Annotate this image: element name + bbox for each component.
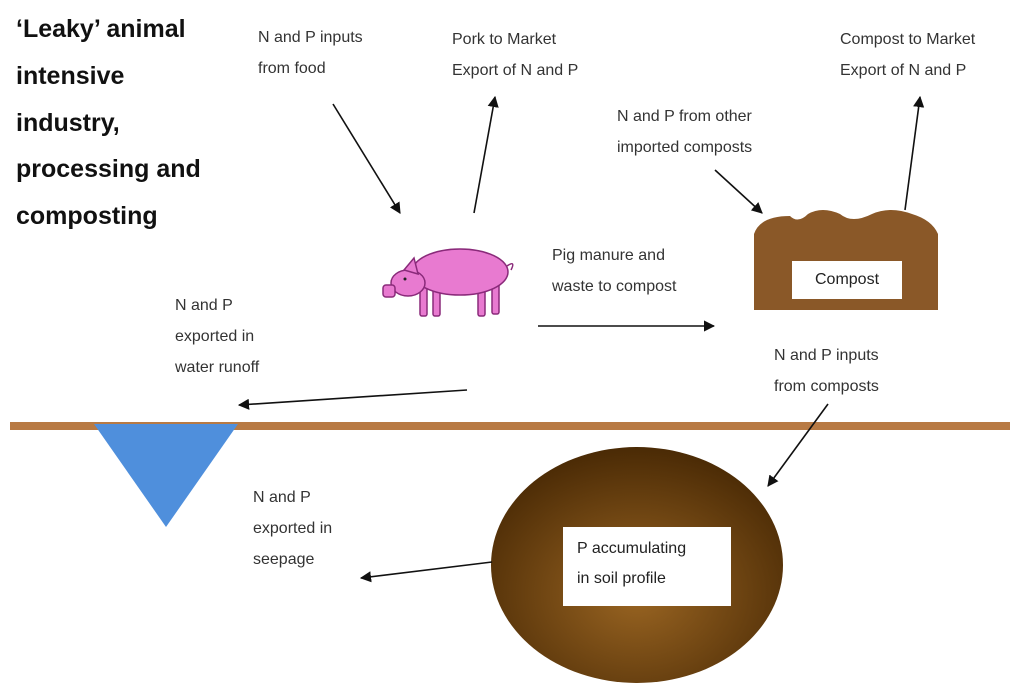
label-compost-to-market: Compost to Market Export of N and P [840, 24, 975, 86]
label-manure-line-1: Pig manure and [552, 247, 665, 264]
label-seepage-line-1: N and P [253, 489, 311, 506]
label-manure-to-compost: Pig manure and waste to compost [552, 240, 677, 302]
label-other-composts: N and P from other imported composts [617, 101, 752, 163]
label-pork-to-market-line-2: Export of N and P [452, 62, 579, 79]
ground-line [10, 422, 1010, 430]
label-food-inputs-line-2: from food [258, 60, 326, 77]
arrow-compost-to-soil [767, 403, 829, 487]
arrow-water-runoff [237, 389, 468, 410]
soil-label-line-1: P accumulating [577, 540, 687, 557]
label-food-inputs-line-1: N and P inputs [258, 29, 363, 46]
label-pork-to-market: Pork to Market Export of N and P [452, 24, 578, 86]
label-other-composts-line-1: N and P from other [617, 108, 752, 125]
water-body-triangle [94, 424, 238, 527]
label-seepage-line-3: seepage [253, 551, 315, 568]
arrow-food-to-pig [332, 103, 401, 214]
label-compost-inputs-line-2: from composts [774, 378, 879, 395]
arrow-compost-to-market [904, 95, 925, 211]
label-compost-to-market-line-2: Export of N and P [840, 62, 967, 79]
title-line-1: ‘Leaky’ animal [16, 15, 186, 43]
arrow-seepage [359, 561, 493, 583]
soil-label-line-2: in soil profile [577, 570, 666, 587]
label-water-runoff-line-2: exported in [175, 328, 255, 345]
label-compost-inputs-line-1: N and P inputs [774, 347, 879, 364]
label-water-runoff-line-1: N and P [175, 297, 233, 314]
label-water-runoff: N and P exported in water runoff [175, 290, 259, 383]
label-other-composts-line-2: imported composts [617, 139, 753, 156]
label-seepage-line-2: exported in [253, 520, 333, 537]
title-line-3: industry, [16, 109, 120, 137]
label-seepage: N and P exported in seepage [253, 482, 332, 575]
compost-label-box: Compost [792, 261, 902, 299]
label-water-runoff-line-3: water runoff [175, 359, 260, 376]
title-line-5: composting [16, 202, 158, 230]
title-line-2: intensive [16, 62, 125, 90]
label-manure-line-2: waste to compost [552, 278, 677, 295]
label-pork-to-market-line-1: Pork to Market [452, 31, 557, 48]
label-compost-inputs: N and P inputs from composts [774, 340, 879, 402]
label-food-inputs: N and P inputs from food [258, 22, 363, 84]
title-line-4: processing and [16, 155, 201, 183]
pig-icon [382, 248, 514, 317]
soil-label-box: P accumulating in soil profile [563, 527, 731, 606]
arrow-pig-to-market [473, 95, 499, 214]
flow-arrows [237, 95, 925, 583]
compost-label-text: Compost [814, 271, 880, 288]
label-compost-to-market-line-1: Compost to Market [840, 31, 976, 48]
arrow-other-composts [714, 169, 763, 214]
